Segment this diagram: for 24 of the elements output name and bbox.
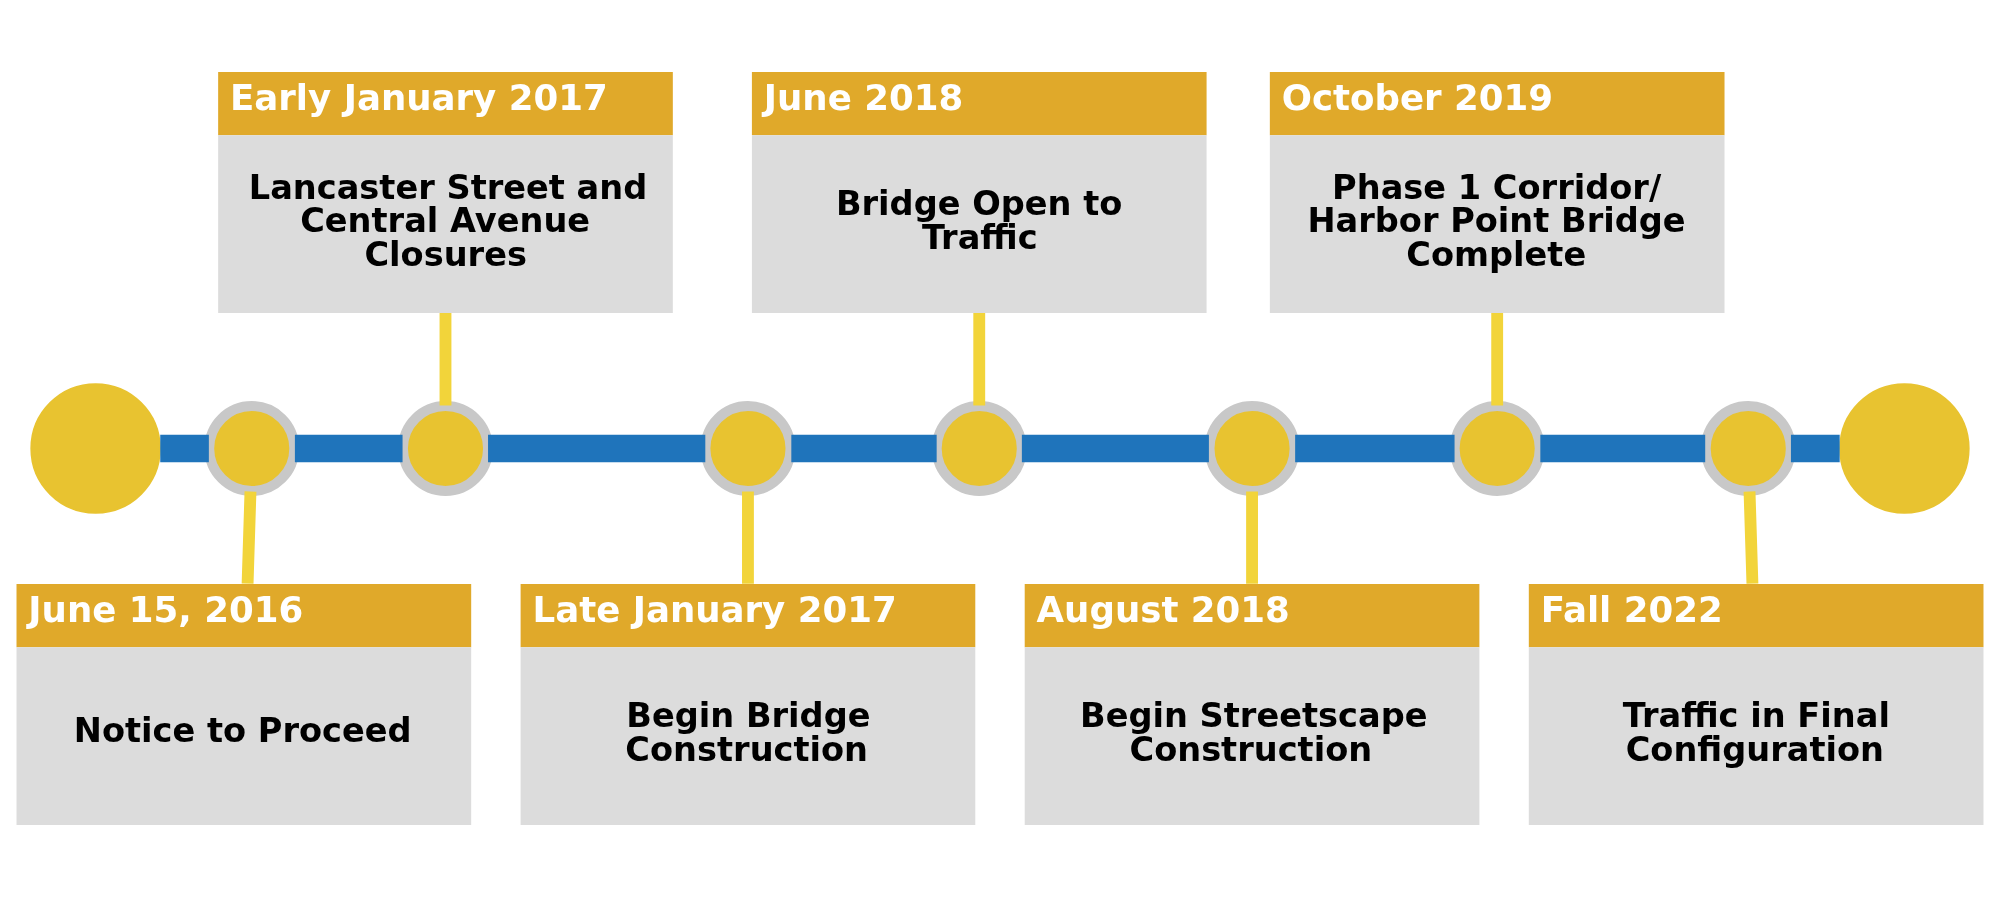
connector [1491, 313, 1504, 406]
connector [1790, 434, 1840, 463]
node-circle [700, 401, 796, 496]
connector [742, 491, 754, 584]
node-circle [204, 401, 300, 496]
node-circle [1839, 383, 1970, 514]
connector [160, 434, 209, 463]
connector [1540, 434, 1706, 463]
node-circle [931, 401, 1027, 496]
connector [791, 434, 937, 463]
connector [294, 434, 403, 463]
connector [241, 491, 257, 584]
node-circle [30, 383, 161, 514]
node-circle [1700, 401, 1796, 496]
node-circle [398, 401, 493, 496]
node-circle [1204, 401, 1300, 496]
connector [1021, 434, 1209, 463]
connector [488, 434, 706, 463]
connector [439, 313, 452, 406]
connector [1246, 491, 1258, 584]
connector [1295, 434, 1455, 463]
connector [1743, 491, 1759, 584]
connector [973, 313, 986, 406]
node-circle [1449, 401, 1545, 496]
